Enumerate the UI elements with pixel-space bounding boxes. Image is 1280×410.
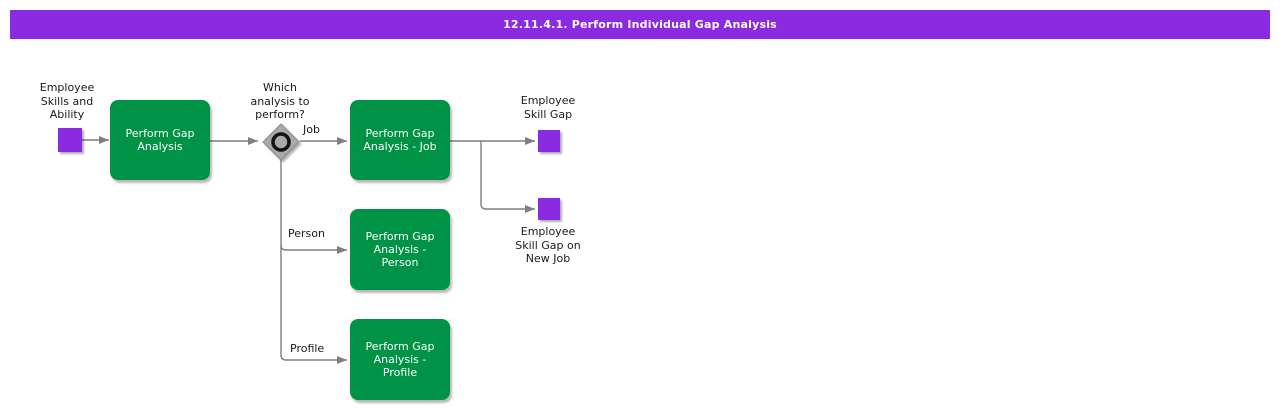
flow-gateway-to-person [280,244,347,254]
activity-perform-gap-analysis-job[interactable]: Perform Gap Analysis - Job [350,100,450,180]
branch-label-job: Job [303,123,320,136]
activity-perform-gap-analysis-profile[interactable]: Perform Gap Analysis - Profile [350,319,450,400]
start-event-square [58,128,82,152]
gateway-question-label: Which analysis to perform? [250,81,310,121]
branch-label-person: Person [288,227,325,240]
end-event-skill-gap-newjob-label: Employee Skill Gap on New Job [515,225,581,265]
end-event-skill-gap-square [538,130,560,152]
decision-gateway-icon [262,123,300,161]
start-event-label: Employee Skills and Ability [39,81,95,121]
activity-perform-gap-analysis[interactable]: Perform Gap Analysis [110,100,210,180]
flow-job-to-skillgap-newjob [480,141,535,213]
title-bar: 12.11.4.1. Perform Individual Gap Analys… [10,10,1270,39]
diagram-title: 12.11.4.1. Perform Individual Gap Analys… [503,18,777,31]
end-event-skill-gap-label: Employee Skill Gap [520,94,576,121]
flow-gateway-to-profile [280,160,347,364]
end-event-skill-gap-newjob-square [538,198,560,220]
branch-label-profile: Profile [290,342,325,355]
activity-perform-gap-analysis-person[interactable]: Perform Gap Analysis - Person [350,209,450,290]
